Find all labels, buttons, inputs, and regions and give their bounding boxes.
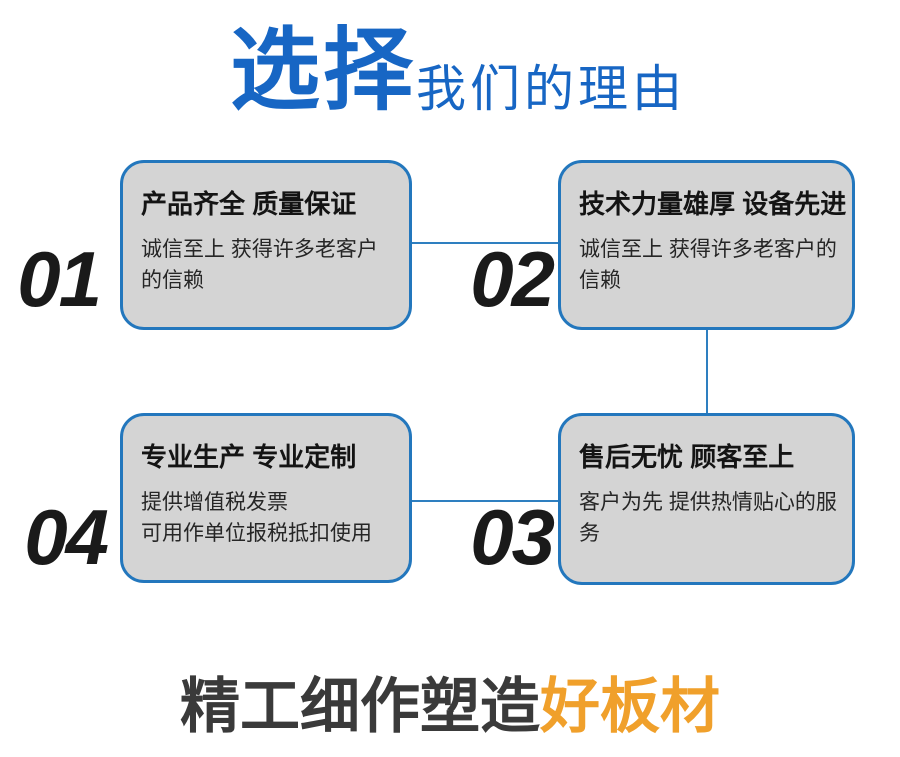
page-title-accent: 选择 — [230, 21, 416, 121]
feature-box-01-desc: 诚信至上 获得许多老客户的信赖 — [141, 238, 378, 292]
feature-box-02-desc: 诚信至上 获得许多老客户的信赖 — [579, 238, 837, 292]
page-title-rest: 我们的理由 — [416, 61, 686, 117]
feature-box-02: 技术力量雄厚 设备先进 诚信至上 获得许多老客户的信赖 — [558, 160, 855, 330]
feature-box-03-title: 售后无忧 顾客至上 — [579, 442, 795, 472]
feature-box-02-title: 技术力量雄厚 设备先进 — [579, 189, 847, 219]
feature-number-01: 01 — [17, 235, 102, 323]
feature-number-02: 02 — [470, 235, 555, 323]
feature-number-03: 03 — [470, 493, 555, 581]
feature-box-03: 售后无忧 顾客至上 客户为先 提供热情贴心的服务 — [558, 413, 855, 585]
feature-box-01-title: 产品齐全 质量保证 — [141, 189, 357, 219]
footer-slogan-main: 精工细作塑造 — [180, 673, 540, 740]
feature-box-01: 产品齐全 质量保证 诚信至上 获得许多老客户的信赖 — [120, 160, 412, 330]
connector-box4-box3 — [411, 500, 558, 502]
feature-box-04: 专业生产 专业定制 提供增值税发票 可用作单位报税抵扣使用 — [120, 413, 412, 583]
feature-box-03-desc: 客户为先 提供热情贴心的服务 — [579, 491, 837, 545]
page-header: 选择 我们的理由 — [0, 0, 900, 140]
footer-slogan-accent: 好板材 — [540, 673, 720, 740]
feature-box-04-title: 专业生产 专业定制 — [141, 442, 357, 472]
connector-box1-box2 — [411, 242, 558, 244]
feature-box-04-desc: 提供增值税发票 可用作单位报税抵扣使用 — [141, 491, 372, 545]
footer-slogan: 精工细作塑造好板材 — [0, 672, 900, 741]
feature-number-04: 04 — [24, 493, 109, 581]
connector-box2-box3 — [706, 330, 708, 414]
